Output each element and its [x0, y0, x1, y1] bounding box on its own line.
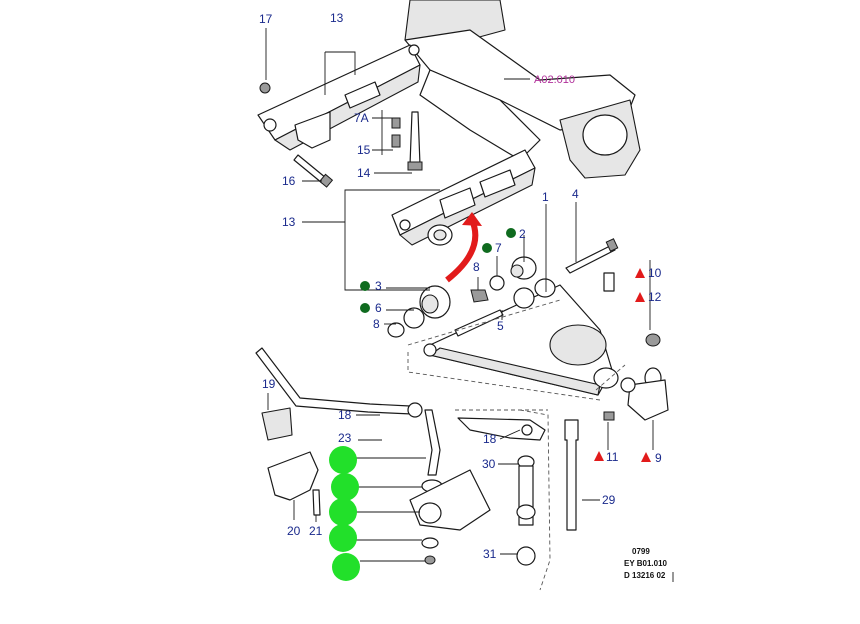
- link-hardware: [409, 469, 491, 565]
- caption-line-3: D 13216 02: [624, 571, 666, 580]
- bolt-4: [565, 238, 619, 274]
- front-rail-upper: [257, 44, 421, 151]
- callout-31: 31: [483, 547, 497, 561]
- diagram-caption: 0799 EY B01.010 D 13216 02: [624, 547, 674, 582]
- red-triangle-markers: [594, 268, 651, 462]
- caption-line-2: EY B01.010: [624, 559, 668, 568]
- callout-10: 10: [648, 266, 662, 280]
- marker-triangle-9: [641, 452, 651, 462]
- marker-dot-6: [360, 303, 370, 313]
- highlight-circle-2: [331, 473, 359, 501]
- callout-20: 20: [287, 524, 301, 538]
- callout-1: 1: [542, 190, 549, 204]
- callout-16: 16: [282, 174, 296, 188]
- caption-line-1: 0799: [632, 547, 650, 556]
- callout-13-mid: 13: [282, 215, 296, 229]
- lower-control-arm: [423, 278, 619, 396]
- leader-lines: [265, 28, 654, 562]
- marker-dot-7: [482, 243, 492, 253]
- callout-3: 3: [375, 279, 382, 293]
- reference-label: A02.010: [534, 74, 575, 86]
- marker-triangle-12: [635, 292, 645, 302]
- stabilizer-bar: [255, 347, 441, 476]
- callout-8-top: 8: [473, 260, 480, 274]
- ball-joint: [603, 272, 669, 421]
- callout-15: 15: [357, 143, 371, 157]
- callout-17: 17: [259, 12, 273, 26]
- callout-5: 5: [497, 319, 504, 333]
- callout-18-left: 18: [338, 408, 352, 422]
- bushings-rear: [470, 256, 537, 303]
- callout-7: 7: [495, 241, 502, 255]
- red-arrow: [445, 212, 482, 283]
- callout-8-bottom: 8: [373, 317, 380, 331]
- marker-dot-2: [506, 228, 516, 238]
- callout-6: 6: [375, 301, 382, 315]
- callout-18-right: 18: [483, 432, 497, 446]
- callout-9: 9: [655, 451, 662, 465]
- link-stack: [516, 455, 536, 566]
- callout-30: 30: [482, 457, 496, 471]
- stabilizer-link-bracket: [457, 417, 546, 441]
- callout-19: 19: [262, 377, 276, 391]
- front-rail-lower: [391, 149, 536, 246]
- callout-7a: 7A: [354, 111, 369, 125]
- callout-4: 4: [572, 187, 579, 201]
- stabilizer-clamp: [267, 451, 321, 516]
- callout-2: 2: [519, 227, 526, 241]
- subframe-crossmember: [404, 0, 641, 179]
- fasteners-upper: [259, 82, 423, 188]
- marker-triangle-10: [635, 268, 645, 278]
- callout-29: 29: [602, 493, 616, 507]
- callout-11: 11: [606, 450, 619, 464]
- highlight-circle-1: [329, 446, 357, 474]
- marker-dot-3: [360, 281, 370, 291]
- green-dot-markers: [360, 228, 516, 313]
- highlight-markers: [329, 446, 360, 581]
- highlight-circle-3: [329, 498, 357, 526]
- callout-21: 21: [309, 524, 323, 538]
- highlight-circle-5: [332, 553, 360, 581]
- highlight-circle-4: [329, 524, 357, 552]
- callout-23: 23: [338, 431, 352, 445]
- callout-12: 12: [648, 290, 662, 304]
- guide-lines: [407, 299, 626, 591]
- callout-14: 14: [357, 166, 371, 180]
- callout-13-top: 13: [330, 11, 344, 25]
- callout-labels: 17 13 7A 15 16 14 13 1 4 2 7 8 3 6 8 5 1…: [259, 11, 662, 561]
- bushings-front: [387, 285, 504, 338]
- bolt-29: [564, 419, 579, 531]
- marker-triangle-11: [594, 451, 604, 461]
